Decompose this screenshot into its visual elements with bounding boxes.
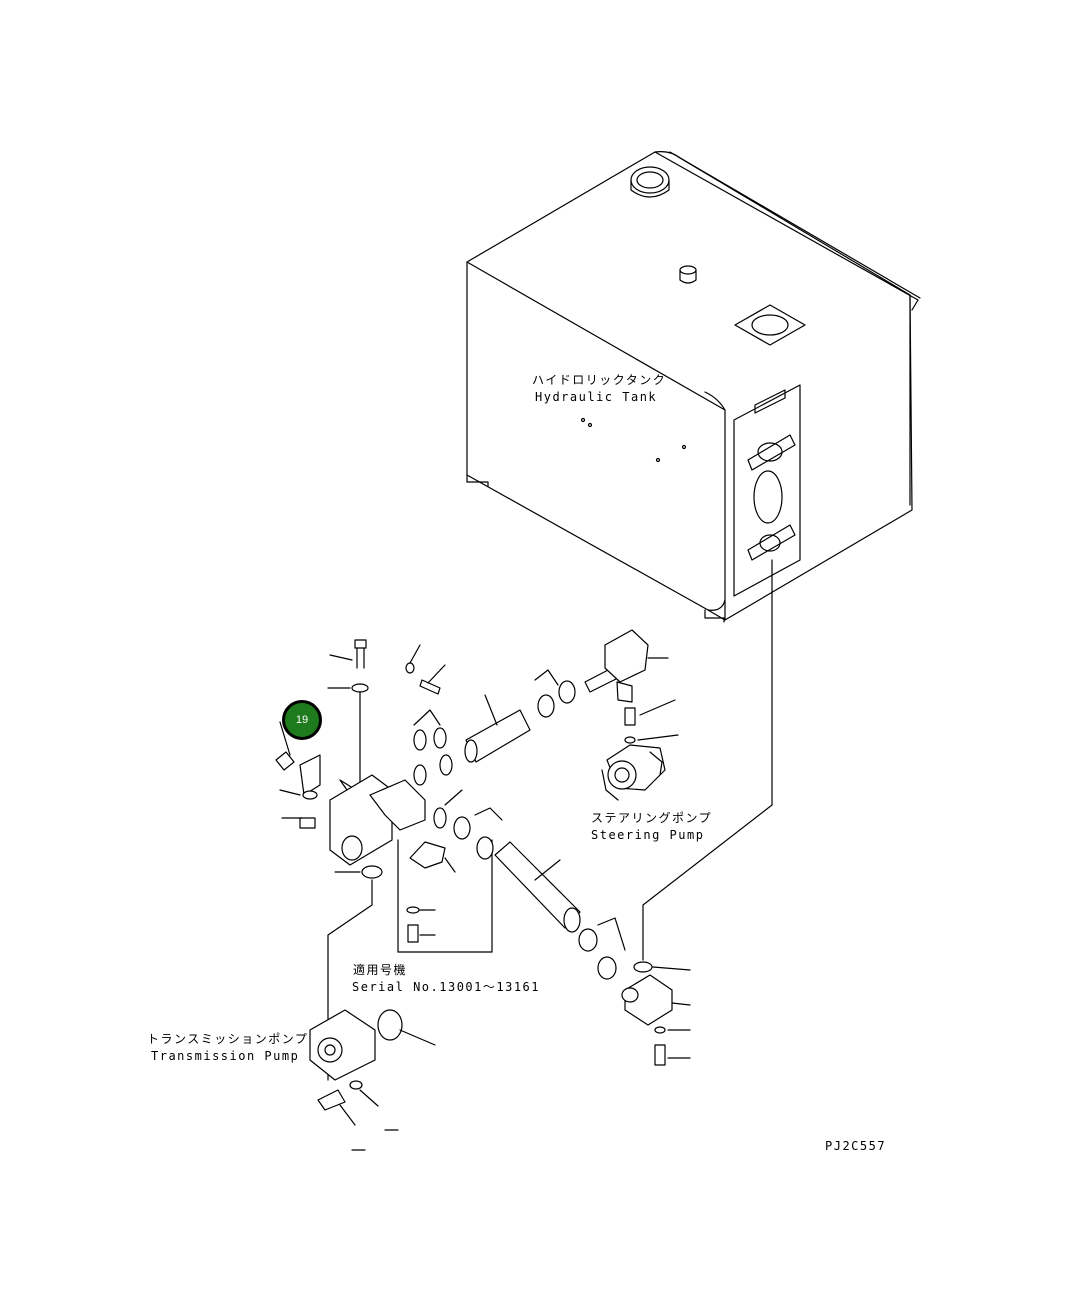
- lower-hose-flange: [494, 841, 691, 1066]
- serial-bracket: [397, 839, 493, 953]
- transmission-pump: [309, 1009, 436, 1151]
- serial-label-en: Serial No.13001～13161: [352, 980, 540, 994]
- steering-pump-label-en: Steering Pump: [591, 828, 705, 842]
- routing-line-tank: [642, 559, 773, 961]
- hydraulic-tank: [466, 151, 921, 623]
- valve-block-assembly: [275, 707, 503, 943]
- transmission-pump-label-jp: トランスミッションポンプ: [147, 1032, 309, 1046]
- steering-pump: [601, 744, 666, 801]
- routing-line-transmission: [327, 879, 373, 1081]
- callout-number: 19: [295, 714, 309, 726]
- steering-pump-label-jp: ステアリングポンプ: [591, 811, 713, 825]
- callout-19[interactable]: 19: [282, 700, 322, 740]
- upper-fittings: [327, 629, 679, 791]
- serial-label-jp: 適用号機: [353, 963, 408, 977]
- transmission-pump-label-en: Transmission Pump: [151, 1049, 300, 1063]
- hydraulic-tank-label-jp: ハイドロリックタンク: [532, 373, 667, 387]
- hydraulic-tank-label-en: Hydraulic Tank: [535, 390, 658, 404]
- drawing-code: PJ2C557: [825, 1139, 887, 1153]
